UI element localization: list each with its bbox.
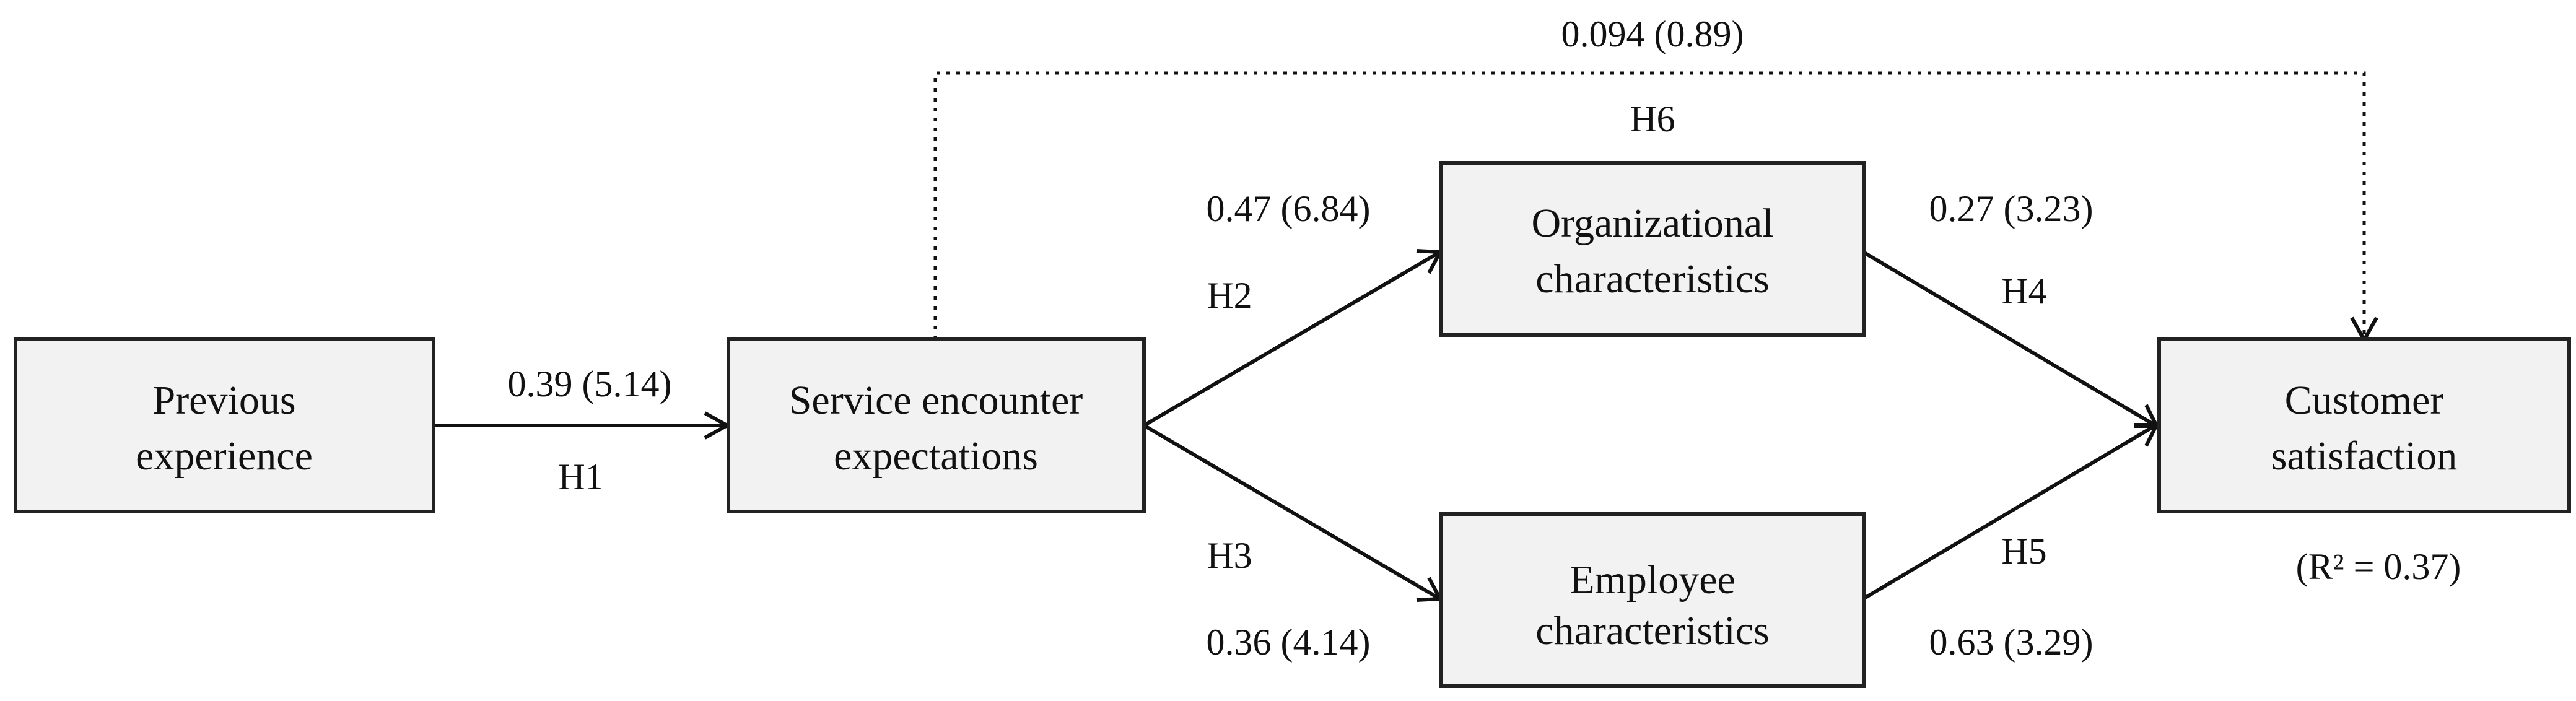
- node-previous-experience: Previous experience: [14, 337, 435, 513]
- customer-satisfaction-r-squared: (R² = 0.37): [2296, 546, 2461, 587]
- edge-h3-line: [1143, 424, 1440, 600]
- node-customer-satisfaction: Customer satisfaction (R² = 0.37): [2157, 337, 2571, 587]
- edges: [434, 71, 2378, 602]
- edge-h5-arrowhead: [2134, 423, 2160, 447]
- node-organizational-characteristics-line2: characteristics: [1535, 256, 1769, 302]
- edge-h4-estimate: 0.27 (3.23): [1929, 188, 2094, 229]
- edge-h6-estimate: 0.094 (0.89): [1561, 14, 1744, 54]
- edge-h4-hypothesis: H4: [2001, 271, 2046, 311]
- node-customer-satisfaction-box: [2157, 337, 2571, 513]
- edge-h5-line: [1863, 424, 2157, 600]
- node-employee-characteristics-box: [1439, 512, 1866, 688]
- node-service-encounter-expectations: Service encounter expectations: [727, 337, 1146, 513]
- node-employee-characteristics: Employee characteristics: [1439, 512, 1866, 688]
- node-employee-characteristics-line2: characteristics: [1535, 608, 1769, 653]
- edge-h1-estimate: 0.39 (5.14): [508, 364, 672, 404]
- edge-h6-hypothesis: H6: [1630, 98, 1675, 139]
- edge-h2-line: [1143, 251, 1440, 427]
- edge-h2-hypothesis: H2: [1207, 275, 1252, 316]
- edge-h3-hypothesis: H3: [1207, 535, 1252, 576]
- node-service-encounter-expectations-line2: expectations: [834, 433, 1038, 479]
- node-customer-satisfaction-line1: Customer: [2285, 378, 2444, 423]
- edge-h1-hypothesis: H1: [558, 456, 603, 497]
- node-previous-experience-line1: Previous: [153, 378, 296, 423]
- node-organizational-characteristics-box: [1439, 161, 1866, 337]
- edge-h5-estimate: 0.63 (3.29): [1929, 622, 2094, 663]
- node-service-encounter-expectations-box: [727, 337, 1146, 513]
- edge-h3-estimate: 0.36 (4.14): [1207, 622, 1371, 663]
- node-organizational-characteristics: Organizational characteristics: [1439, 161, 1866, 337]
- edge-h2-estimate: 0.47 (6.84): [1207, 188, 1371, 229]
- node-customer-satisfaction-line2: satisfaction: [2271, 433, 2458, 479]
- node-service-encounter-expectations-line1: Service encounter: [789, 378, 1083, 423]
- edge-h4-line: [1863, 251, 2157, 427]
- node-organizational-characteristics-line1: Organizational: [1532, 201, 1774, 246]
- node-previous-experience-box: [14, 337, 435, 513]
- node-previous-experience-line2: experience: [136, 433, 313, 479]
- node-employee-characteristics-line1: Employee: [1570, 557, 1736, 603]
- edge-h5-hypothesis: H5: [2001, 531, 2046, 572]
- edge-labels: 0.39 (5.14) H1 0.47 (6.84) H2 H3 0.36 (4…: [508, 14, 2094, 663]
